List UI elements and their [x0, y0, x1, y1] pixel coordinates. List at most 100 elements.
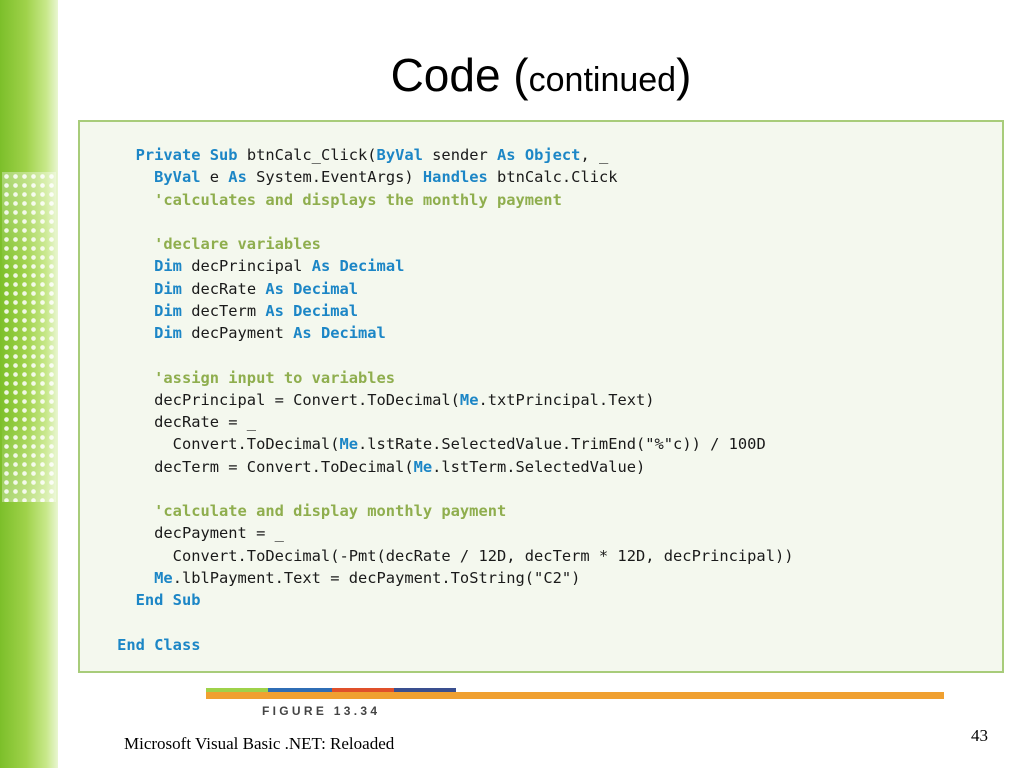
code-indent	[80, 280, 154, 298]
code-indent	[80, 458, 154, 476]
code-line: 'assign input to variables	[80, 367, 794, 389]
code-line: Dim decRate As Decimal	[80, 278, 794, 300]
code-line: Me.lblPayment.Text = decPayment.ToString…	[80, 567, 794, 589]
code-indent	[80, 569, 154, 587]
code-keyword: ByVal	[376, 146, 423, 164]
code-text: .lblPayment.Text = decPayment.ToString("…	[172, 568, 581, 587]
code-text: decTerm = Convert.ToDecimal(	[154, 457, 414, 476]
code-text: decPrincipal	[181, 257, 312, 276]
code-text: .txtPrincipal.Text)	[478, 390, 655, 409]
code-line: decTerm = Convert.ToDecimal(Me.lstTerm.S…	[80, 456, 794, 478]
code-indent	[80, 435, 173, 453]
code-keyword: Me	[154, 568, 173, 587]
figure-caption: FIGURE 13.34	[262, 704, 381, 718]
code-keyword: ByVal	[154, 168, 201, 187]
code-text: .lstRate.SelectedValue.TrimEnd("%"c)) / …	[358, 435, 766, 454]
code-keyword: Dim	[154, 301, 182, 320]
code-keyword: Me	[459, 390, 479, 409]
code-indent	[80, 257, 154, 275]
code-indent	[80, 302, 154, 320]
code-text: sender	[422, 146, 498, 164]
code-text: btnCalc.Click	[487, 168, 618, 187]
caption-stripe-blue	[268, 688, 332, 692]
code-indent	[80, 547, 173, 565]
code-keyword: As Decimal	[265, 301, 359, 320]
code-indent	[80, 502, 154, 520]
code-comment: 'assign input to variables	[154, 368, 396, 387]
code-line	[80, 611, 794, 633]
slide-footer: Microsoft Visual Basic .NET: Reloaded	[124, 734, 395, 753]
code-text: .lstTerm.SelectedValue)	[432, 457, 646, 476]
code-text: System.EventArgs)	[246, 168, 423, 187]
code-line: End Sub	[80, 589, 794, 611]
code-indent	[80, 391, 154, 409]
code-block: Private Sub btnCalc_Click(ByVal sender A…	[80, 144, 794, 656]
code-indent	[80, 324, 154, 342]
code-text: e	[200, 168, 229, 187]
code-text: decTerm	[181, 301, 266, 320]
code-text: , _	[580, 146, 609, 164]
code-keyword: As Object	[497, 146, 581, 164]
code-keyword: Private Sub	[135, 146, 238, 164]
code-line	[80, 344, 794, 366]
code-figure-panel: Private Sub btnCalc_Click(ByVal sender A…	[78, 120, 1004, 673]
code-keyword: As Decimal	[293, 324, 386, 342]
code-line: 'calculate and display monthly payment	[80, 500, 794, 522]
slide-title-sub: continued	[528, 61, 677, 99]
caption-stripe-navy	[394, 688, 456, 692]
caption-bar	[206, 692, 944, 699]
code-line: decPayment = _	[80, 522, 794, 544]
code-text: Convert.ToDecimal(	[172, 435, 340, 454]
slide-title-close: )	[676, 49, 692, 101]
code-text: decPayment	[181, 324, 294, 342]
caption-stripe-red	[332, 688, 394, 692]
code-comment: 'declare variables	[154, 235, 321, 253]
code-keyword: As Decimal	[311, 257, 405, 276]
code-indent	[80, 413, 154, 431]
code-keyword: Handles	[422, 168, 488, 187]
code-text: decRate	[181, 279, 266, 298]
code-line: 'calculates and displays the monthly pay…	[80, 189, 794, 211]
slide-title: Code (continued)	[0, 48, 1024, 102]
code-keyword: End Class	[117, 635, 201, 654]
decorative-dot-pattern	[2, 172, 56, 502]
code-text: decPayment = _	[154, 524, 284, 543]
decorative-dot-fade	[2, 172, 56, 502]
code-indent	[80, 524, 154, 542]
code-keyword: Me	[339, 435, 359, 454]
code-keyword: End Sub	[135, 591, 201, 609]
code-line: Dim decPayment As Decimal	[80, 322, 794, 344]
code-indent	[80, 235, 154, 253]
code-line	[80, 478, 794, 500]
code-indent	[80, 591, 136, 609]
caption-label-background	[206, 699, 402, 722]
code-keyword: Dim	[154, 279, 182, 298]
code-text: decRate = _	[154, 413, 257, 431]
caption-stripe-green	[206, 688, 268, 692]
code-line: 'declare variables	[80, 233, 794, 255]
code-line: Private Sub btnCalc_Click(ByVal sender A…	[80, 144, 794, 166]
code-text: decPrincipal = Convert.ToDecimal(	[154, 390, 460, 409]
page-number: 43	[971, 726, 988, 745]
code-line: decPrincipal = Convert.ToDecimal(Me.txtP…	[80, 389, 794, 411]
code-text: btnCalc_Click(	[237, 146, 377, 164]
code-text: Convert.ToDecimal(-Pmt(decRate / 12D, de…	[172, 546, 794, 565]
code-indent	[80, 191, 154, 209]
code-keyword: As Decimal	[265, 279, 359, 298]
code-line: decRate = _	[80, 411, 794, 433]
code-indent	[80, 636, 117, 654]
code-line: Convert.ToDecimal(Me.lstRate.SelectedVal…	[80, 433, 794, 455]
slide-title-main: Code (	[390, 49, 529, 101]
code-indent	[80, 369, 154, 387]
code-keyword: Me	[413, 457, 433, 476]
code-comment: 'calculate and display monthly payment	[154, 502, 507, 520]
code-line	[80, 211, 794, 233]
code-indent	[80, 168, 154, 186]
code-keyword: As	[228, 168, 247, 187]
code-comment: 'calculates and displays the monthly pay…	[154, 190, 562, 209]
code-line: Convert.ToDecimal(-Pmt(decRate / 12D, de…	[80, 545, 794, 567]
code-line: Dim decPrincipal As Decimal	[80, 255, 794, 277]
code-indent	[80, 146, 136, 164]
code-keyword: Dim	[154, 257, 182, 276]
code-line: ByVal e As System.EventArgs) Handles btn…	[80, 166, 794, 188]
